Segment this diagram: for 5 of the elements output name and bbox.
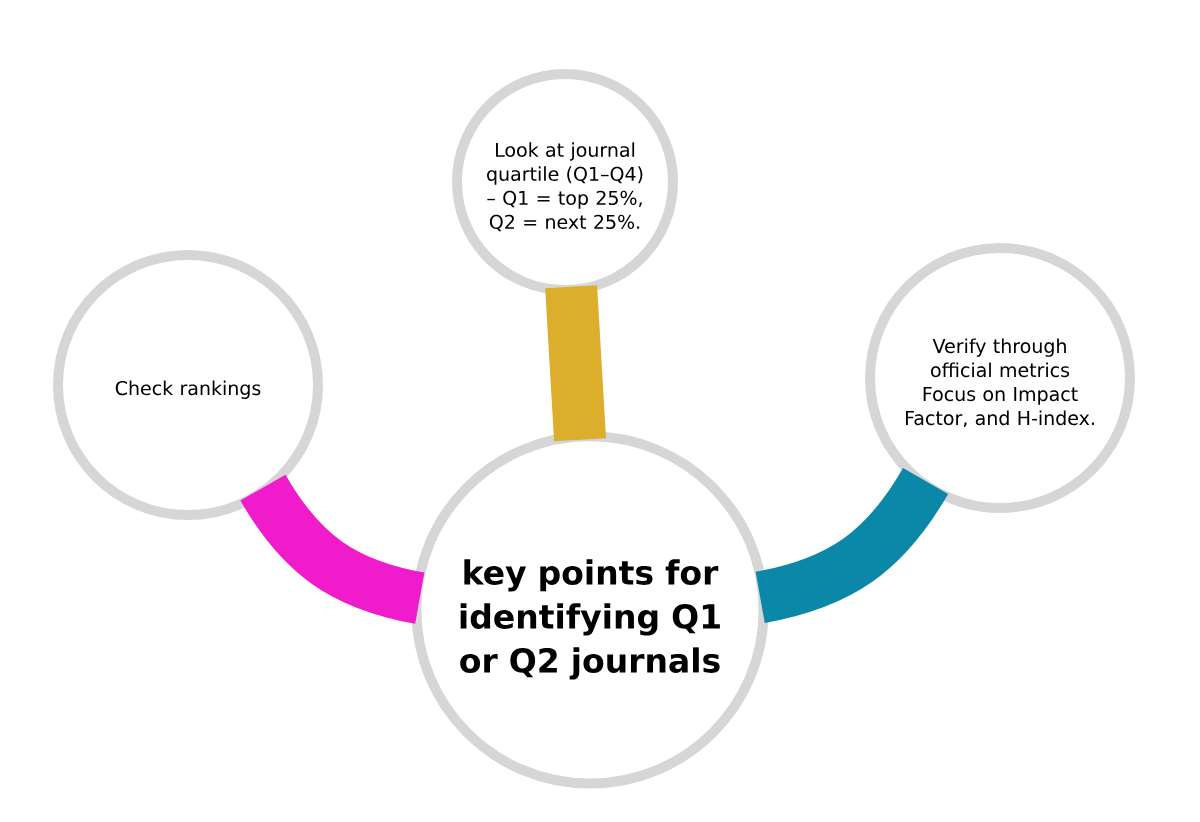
circle-node: Check rankings — [53, 250, 323, 520]
ribbon-connector — [545, 285, 606, 442]
circle-node: Look at journal quartile (Q1–Q4) – Q1 = top 25%, Q2 = next 25%. — [452, 69, 678, 295]
circle-node: key points for identifying Q1 or Q2 journals — [411, 431, 769, 789]
circle-node: Verify through official metrics Focus on Impact Factor, and H-index. — [865, 243, 1135, 513]
